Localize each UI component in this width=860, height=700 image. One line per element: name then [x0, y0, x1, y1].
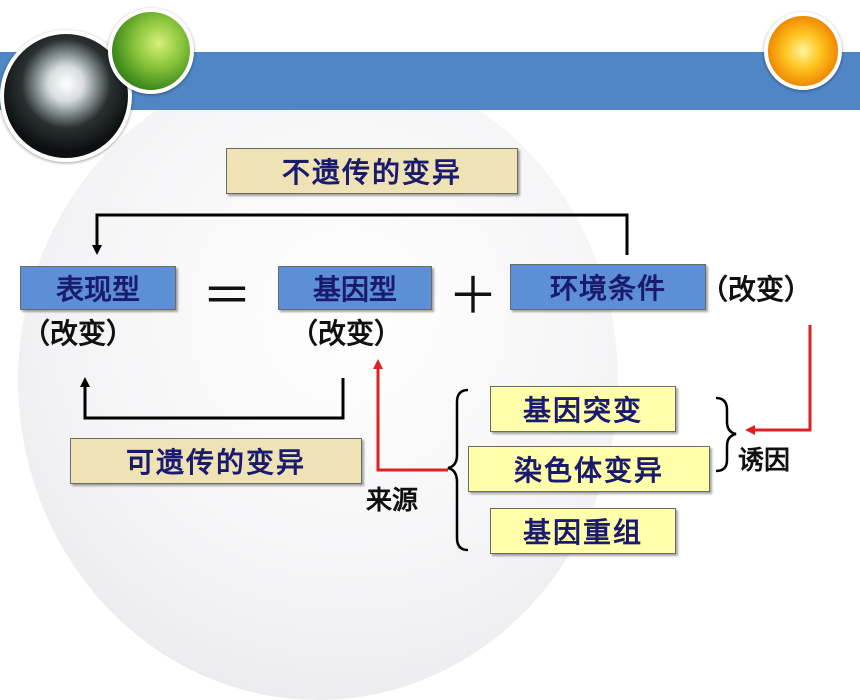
environment-label: 环境条件: [549, 272, 666, 305]
source-item-label: 基因重组: [522, 516, 643, 549]
phenotype-box: 表现型: [20, 266, 176, 310]
genotype-label: 基因型: [312, 273, 397, 306]
arrow-genotype-to-phenotype: [80, 377, 345, 420]
change-label-environment: （改变）: [700, 273, 813, 306]
source-item-gene-mutation: 基因突变: [490, 386, 676, 432]
plus-sign: ＋: [448, 267, 498, 325]
right-brace: [715, 396, 737, 473]
arrow-env-to-phenotype: [92, 213, 629, 255]
environment-box: 环境条件: [510, 264, 706, 310]
sources-label: 来源: [366, 486, 419, 516]
flower-photo: [764, 12, 842, 90]
source-item-chromosome-variation: 染色体变异: [468, 446, 710, 492]
source-item-gene-recombination: 基因重组: [490, 508, 676, 554]
change-label-phenotype: （改变）: [22, 317, 135, 350]
left-brace: [447, 388, 469, 552]
genotype-box: 基因型: [278, 266, 432, 310]
heritable-variation-box: 可遗传的变异: [70, 438, 362, 484]
change-label-genotype: （改变）: [290, 317, 403, 350]
phenotype-label: 表现型: [55, 273, 140, 306]
arrow-sources-to-genotype: [373, 359, 448, 472]
source-item-label: 基因突变: [522, 394, 643, 427]
arrow-env-to-mutation: [745, 325, 812, 435]
non-heritable-variation-label: 不遗传的变异: [281, 156, 462, 189]
non-heritable-variation-box: 不遗传的变异: [226, 148, 518, 194]
source-item-label: 染色体变异: [513, 454, 664, 487]
inducement-label: 诱因: [738, 446, 791, 476]
leaf-photo: [108, 8, 194, 94]
heritable-variation-label: 可遗传的变异: [125, 446, 306, 479]
equals-sign: ＝: [202, 267, 252, 325]
connector-lines: [80, 213, 812, 552]
